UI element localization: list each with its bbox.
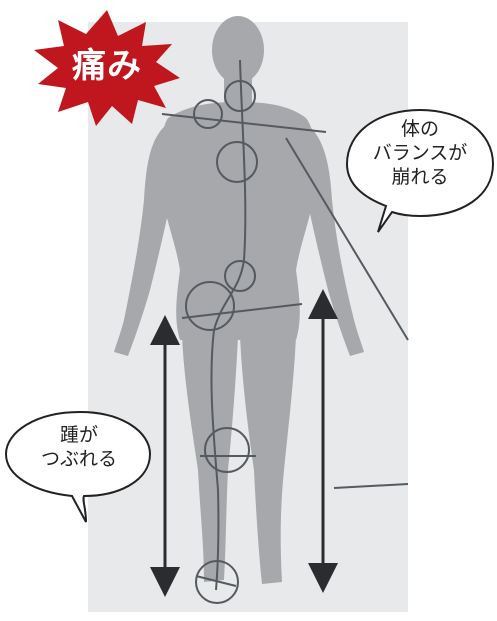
speech-bubble-balance xyxy=(345,108,495,233)
leader-line-balance xyxy=(285,137,409,341)
callout-balance-line-2: バランスが xyxy=(372,141,468,164)
silhouette-left-leg xyxy=(182,336,238,582)
joint-circle-knee xyxy=(204,427,250,473)
callout-heel-text: 踵が つぶれる xyxy=(10,424,148,472)
joint-circle-hip xyxy=(185,281,235,331)
pain-burst-badge xyxy=(34,10,180,126)
joint-circle-shoulder xyxy=(193,99,223,129)
leader-line-heel xyxy=(333,483,409,489)
silhouette-torso xyxy=(160,102,316,340)
callout-balance-line-3: 崩れる xyxy=(391,165,449,188)
pelvis-line xyxy=(181,303,303,319)
pain-badge-label: 痛み xyxy=(72,45,142,86)
callout-heel-line-1: 踵が xyxy=(59,424,98,446)
joint-circle-neck xyxy=(224,80,256,112)
ankle-line xyxy=(195,575,237,587)
silhouette-right-leg xyxy=(240,336,296,584)
speech-bubble-heel xyxy=(4,410,152,523)
silhouette-left-arm xyxy=(114,122,174,356)
callout-balance-line-1: 体の xyxy=(400,118,439,140)
alignment-overlay xyxy=(161,59,409,604)
joint-circle-chest xyxy=(216,141,258,183)
joint-circle-ankle xyxy=(195,560,239,604)
silhouette-right-arm xyxy=(304,122,364,356)
callout-heel-line-2: つぶれる xyxy=(40,447,117,470)
joint-circle-waist xyxy=(224,260,256,292)
silhouette-head xyxy=(212,16,264,84)
shoulder-line xyxy=(161,113,327,133)
callout-balance-text: 体の バランスが 崩れる xyxy=(350,118,490,189)
human-silhouette xyxy=(114,16,364,584)
height-arrows xyxy=(150,289,338,597)
